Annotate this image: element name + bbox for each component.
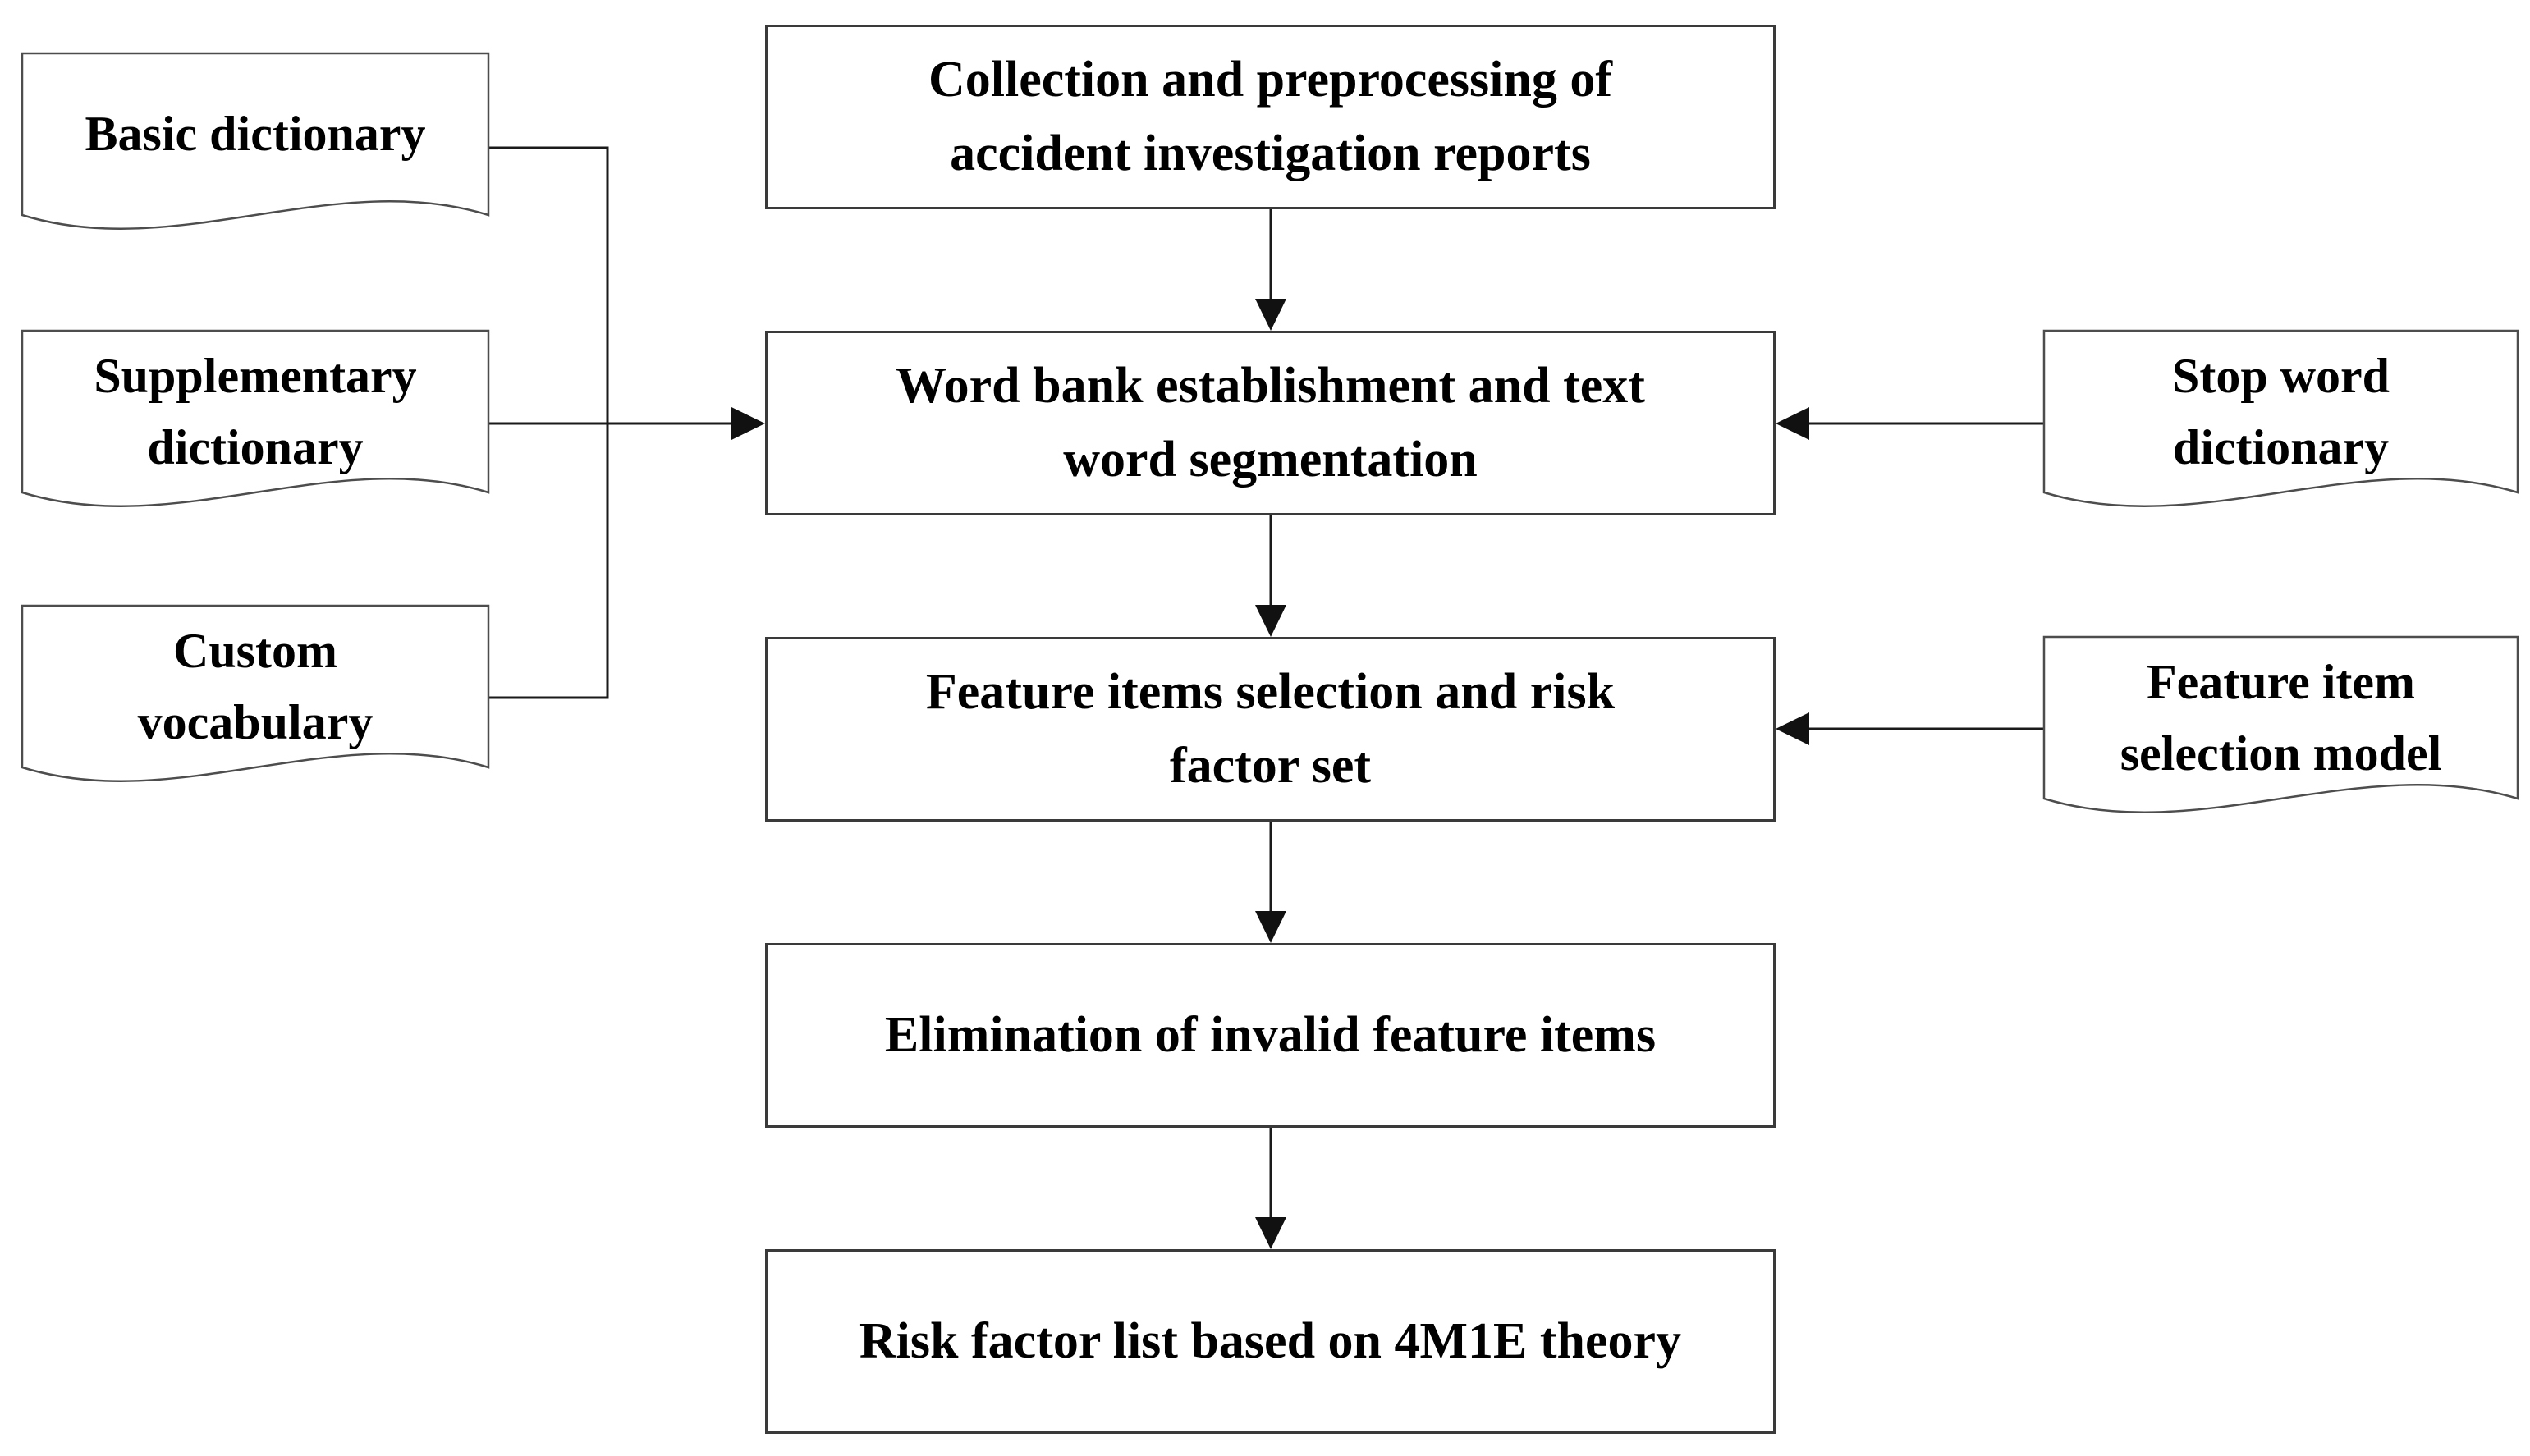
process-box-risk-factor-list: Risk factor list based on 4M1E theory <box>765 1249 1776 1434</box>
featuremodel-arrowhead-icon <box>1776 712 1809 745</box>
custom-vocabulary-label: Custom vocabulary <box>137 623 374 749</box>
stopword-arrowhead-icon <box>1776 407 1809 440</box>
feature-item-model-label: Feature item selection model <box>2120 654 2442 781</box>
left-arrowhead-icon <box>731 407 765 440</box>
process-box-word-bank: Word bank establishment and text word se… <box>765 331 1776 515</box>
stopword-dictionary-label: Stop word dictionary <box>2171 348 2390 474</box>
flow-arrowhead-3-icon <box>1255 911 1286 943</box>
feature-item-model-document-shape <box>2042 635 2519 813</box>
flow-arrowhead-1-icon <box>1255 299 1286 331</box>
supplementary-dictionary-label: Supplementary dictionary <box>94 348 417 474</box>
basic-dictionary-label: Basic dictionary <box>85 107 426 161</box>
basic-dictionary-document-shape <box>21 52 490 230</box>
process-box-elimination: Elimination of invalid feature items <box>765 943 1776 1128</box>
flow-arrowhead-4-icon <box>1255 1217 1286 1249</box>
supplementary-dictionary-document-shape <box>21 329 490 507</box>
flow-arrowhead-2-icon <box>1255 605 1286 637</box>
stopword-dictionary-document-shape <box>2042 329 2519 507</box>
process-box-feature-selection: Feature items selection and risk factor … <box>765 637 1776 822</box>
custom-vocabulary-document-shape <box>21 604 490 782</box>
process-box-collection-preprocessing: Collection and preprocessing of accident… <box>765 25 1776 209</box>
